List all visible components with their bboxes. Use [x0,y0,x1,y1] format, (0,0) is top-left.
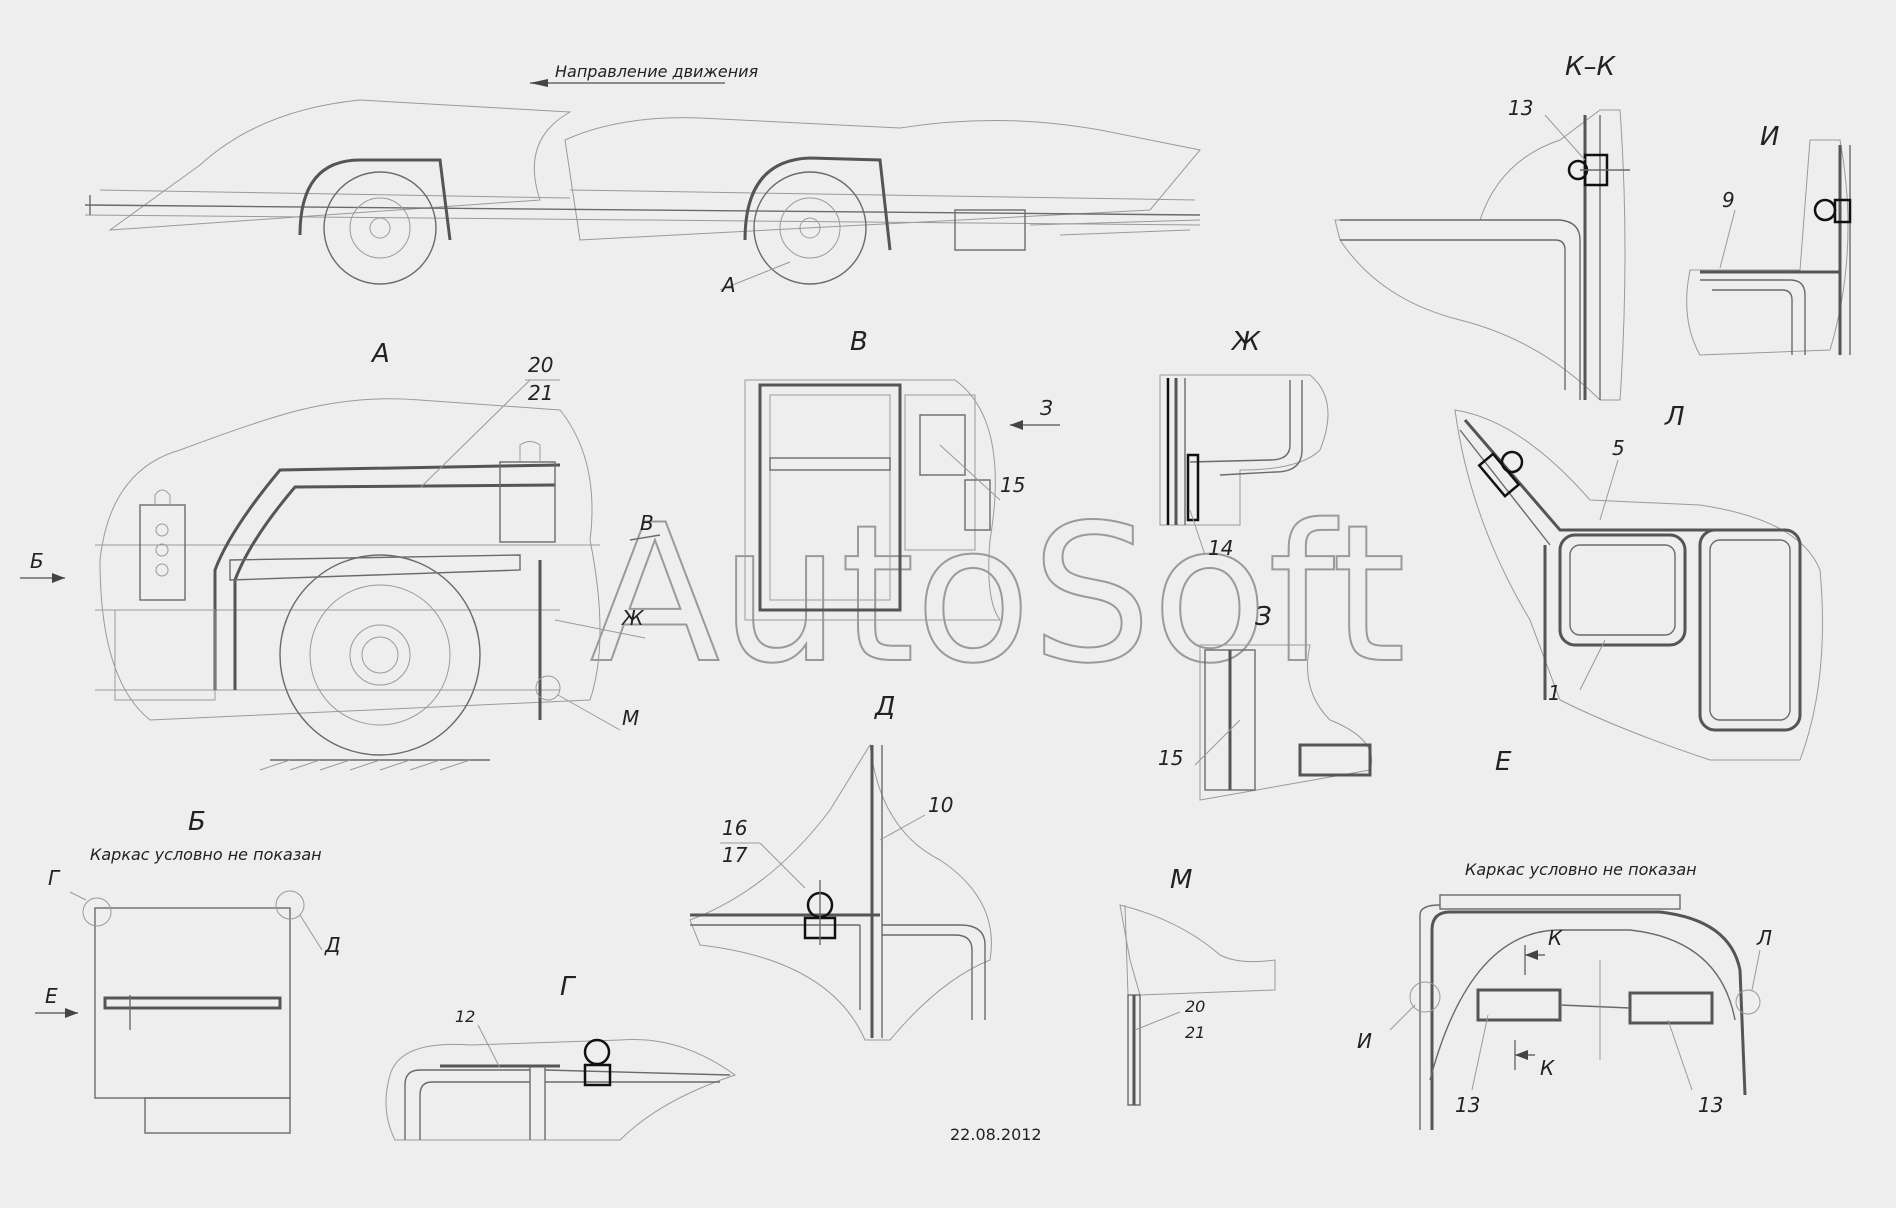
view-m-n20: 20 [1185,997,1205,1016]
view-z-title: З [1255,602,1272,632]
view-g-title: Г [560,972,577,1002]
view-v: В 15 З [744,327,1060,621]
view-zh-n14: 14 [1208,536,1233,560]
view-e-k-bottom: К [1540,1056,1555,1080]
view-zh: Ж 14 [1159,327,1329,560]
view-v-z-arrow: З [1040,396,1053,420]
callout-a: А [720,273,736,297]
view-b-e: Е [45,984,58,1008]
view-kk: К–К 13 [1334,52,1630,401]
view-i-n9: 9 [1722,188,1735,212]
view-a-zh: Ж [620,606,645,630]
view-d-title: Д [874,692,895,722]
view-d-n10: 10 [928,793,953,817]
view-l: Л 5 1 [1454,402,1823,761]
view-e-l: Л [1756,926,1772,950]
view-b: Б Каркас условно не показан Г Д Е [35,807,341,1134]
view-l-title: Л [1664,402,1685,432]
view-g: Г 12 [385,972,737,1141]
view-a-v-arrow: В [640,511,654,535]
view-a-title: А [370,339,390,369]
view-e-k-top: К [1548,926,1563,950]
view-b-title: Б [188,807,206,837]
view-b-g: Г [48,866,61,890]
view-a-n21: 21 [528,381,553,405]
view-e-note: Каркас условно не показан [1465,860,1697,879]
view-a-n20: 20 [528,353,553,377]
view-e-n13b: 13 [1698,1093,1723,1117]
view-d-n17: 17 [722,843,748,867]
view-g-n12: 12 [455,1007,475,1026]
view-a-b-arrow: Б [30,549,44,573]
view-b-note: Каркас условно не показан [90,845,322,864]
direction-label: Направление движения [555,62,759,81]
view-d: Д 16 17 10 [689,692,992,1041]
view-d-n16: 16 [722,816,747,840]
direction-arrow-icon [530,79,548,87]
drawing-date: 22.08.2012 [950,1125,1042,1144]
view-m-n21: 21 [1185,1023,1205,1042]
view-z: З 15 [1158,602,1372,801]
view-e-i: И [1357,1029,1372,1053]
view-v-title: В [850,327,868,357]
view-zh-title: Ж [1230,327,1261,357]
view-e-n13a: 13 [1455,1093,1480,1117]
view-e-title: Е [1495,747,1512,777]
view-v-n15: 15 [1000,473,1025,497]
view-a-m: М [622,706,639,730]
view-b-d: Д [324,933,341,957]
view-m: М 20 21 [1119,865,1276,1106]
main-side-view: Направление движения А [84,62,1201,297]
view-l-n5: 5 [1612,436,1625,460]
view-i: И 9 [1686,122,1852,356]
watermark: AutoSoft [590,484,1406,705]
view-e: Е Каркас условно не показан К К И Л 13 1… [1357,747,1772,1130]
view-l-n1: 1 [1548,681,1561,705]
view-a: А Б В Ж М 20 21 [20,339,661,771]
view-i-title: И [1760,122,1779,152]
view-kk-n13: 13 [1508,96,1533,120]
view-z-n15: 15 [1158,746,1183,770]
view-m-title: М [1170,865,1192,895]
view-kk-title: К–К [1565,52,1616,82]
